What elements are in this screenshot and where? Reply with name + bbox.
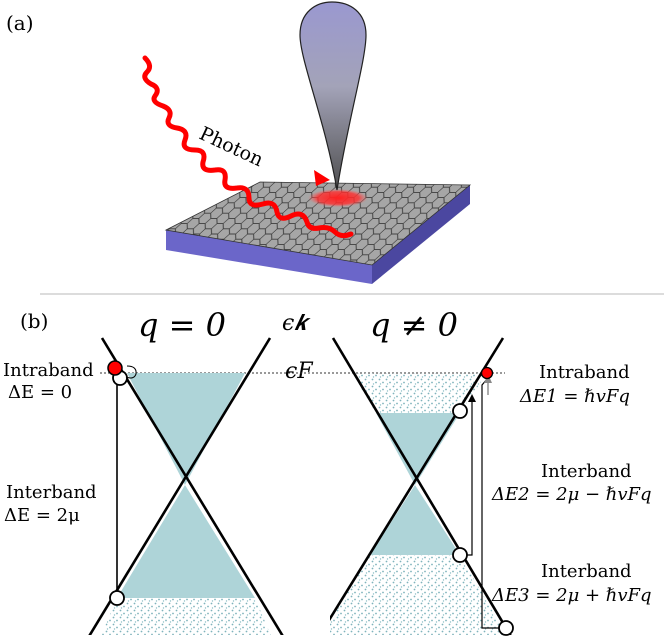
left-cone [88, 337, 284, 635]
right-interband3-title: Interband [541, 561, 632, 582]
right-hole-upper [452, 403, 468, 419]
right-title: q ≠ 0 [370, 306, 458, 344]
right-upper-filled [376, 413, 460, 485]
left-cone-line-2 [100, 337, 284, 635]
right-cone-line-1 [330, 337, 505, 622]
substrate-front-face [166, 230, 372, 284]
right-electron [480, 366, 494, 380]
left-intraband-eq: ΔE = 0 [8, 382, 72, 403]
right-hole-middle [452, 547, 468, 563]
left-cone-line-1 [88, 337, 272, 635]
left-upper-filled [127, 373, 245, 485]
panel-b: (b) q = 0 q ≠ 0 ϵ𝒌 ϵF Intraband ΔE = 0 I… [3, 306, 652, 636]
substrate-slab [164, 181, 472, 284]
probe-tip [299, 1, 367, 191]
left-title: q = 0 [138, 306, 226, 344]
right-hole-bottom [498, 620, 514, 636]
left-intraband-curl [125, 365, 137, 379]
laser-spot [308, 189, 368, 207]
left-electron [107, 360, 123, 376]
left-interband-eq: ΔE = 2μ [4, 505, 80, 526]
left-bottom-dotted [101, 598, 271, 635]
energy-axis-label: ϵ𝒌 [282, 311, 311, 336]
left-intraband-title: Intraband [3, 360, 94, 381]
right-interband2-arrowhead [468, 394, 476, 402]
right-interband2-title: Interband [541, 461, 632, 482]
right-cone [330, 337, 512, 635]
panel-a-label: (a) [6, 11, 34, 35]
photon-wave [142, 55, 354, 239]
fermi-label: ϵF [285, 359, 313, 384]
right-lower-filled [370, 485, 460, 555]
right-intraband-title: Intraband [539, 362, 630, 383]
right-interband3-eq: ΔE3 = 2μ + ℏvFq [491, 585, 652, 606]
graphene-sheet [164, 181, 472, 266]
right-bottom-dotted [330, 555, 507, 635]
right-interband2-arrow [460, 400, 473, 556]
left-hole-bottom [109, 590, 125, 606]
photon-label: Photon [196, 123, 267, 172]
right-top-dotted [352, 373, 487, 413]
photon-arrowhead [314, 170, 330, 186]
left-interband-title: Interband [6, 482, 97, 503]
right-intraband-eq: ΔE1 = ℏvFq [519, 386, 630, 407]
left-lower-filled [117, 485, 255, 598]
panel-b-label: (b) [20, 309, 48, 333]
panel-a: (a) Photon [6, 1, 472, 284]
right-interband2-eq: ΔE2 = 2μ − ℏvFq [491, 484, 652, 505]
substrate-side-face [372, 185, 470, 284]
